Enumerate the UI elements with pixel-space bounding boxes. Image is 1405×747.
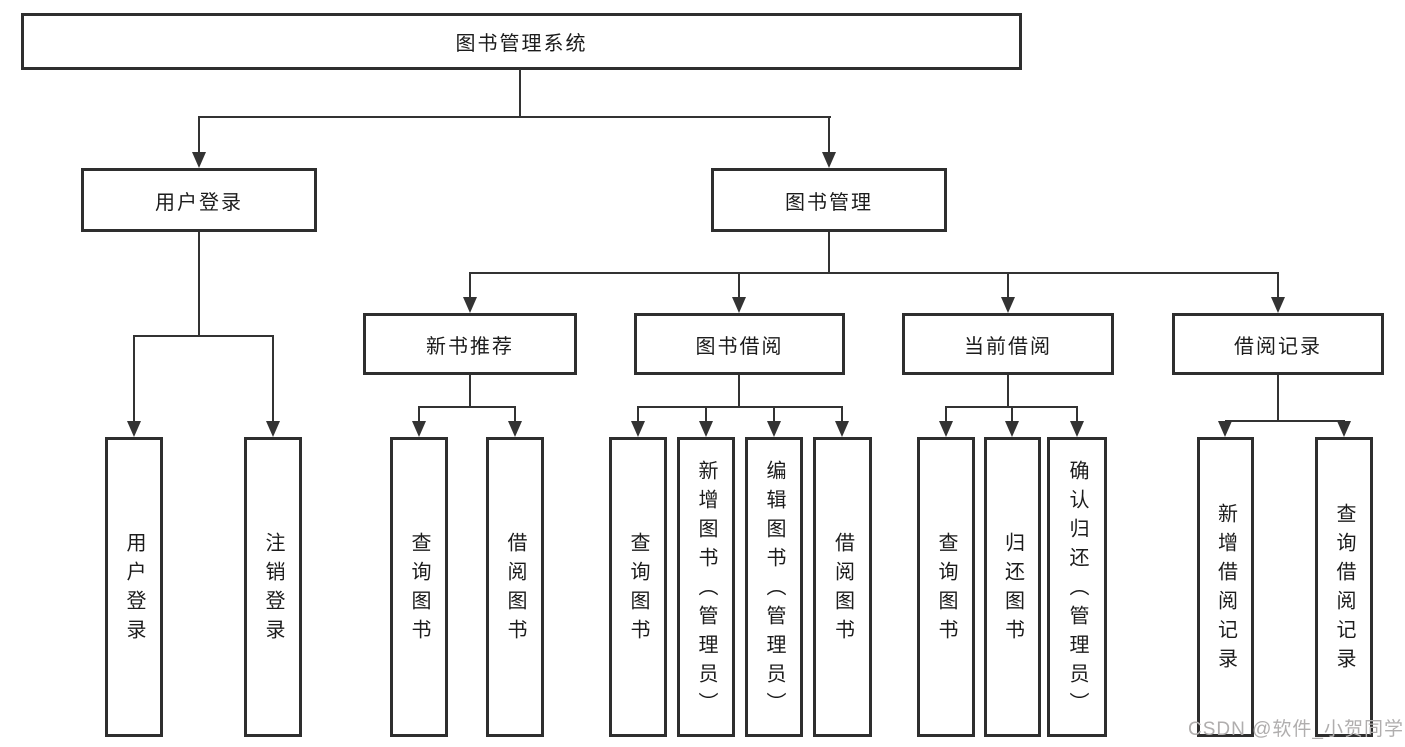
connector-line <box>469 272 1279 274</box>
leaf-query-books-borrow: 查询图书 <box>609 437 667 737</box>
arrow-down-icon <box>1005 421 1019 437</box>
connector-line <box>738 375 740 408</box>
connector-line <box>828 232 830 274</box>
arrow-down-icon <box>412 421 426 437</box>
connector-line <box>828 116 830 154</box>
connector-line <box>198 116 831 118</box>
arrow-down-icon <box>939 421 953 437</box>
arrow-down-icon <box>1218 421 1232 437</box>
connector-line <box>133 335 274 337</box>
connector-line <box>418 406 516 408</box>
arrow-down-icon <box>1271 297 1285 313</box>
connector-line <box>1076 406 1078 422</box>
leaf-query-books-recommend: 查询图书 <box>390 437 448 737</box>
connector-line <box>418 406 420 422</box>
connector-line <box>1007 375 1009 408</box>
leaf-logout: 注销登录 <box>244 437 302 737</box>
connector-line <box>738 272 740 298</box>
leaf-borrow-books: 借阅图书 <box>813 437 872 737</box>
arrow-down-icon <box>631 421 645 437</box>
leaf-user-login: 用户登录 <box>105 437 163 737</box>
csdn-watermark: CSDN @软件_小贺同学 <box>1188 719 1404 740</box>
leaf-return-books: 归还图书 <box>984 437 1041 737</box>
leaf-query-books-current: 查询图书 <box>917 437 975 737</box>
connector-line <box>637 406 843 408</box>
arrow-down-icon <box>192 152 206 168</box>
connector-line <box>1225 420 1345 422</box>
connector-line <box>945 406 947 422</box>
connector-line <box>469 272 471 298</box>
node-book-management: 图书管理 <box>711 168 947 232</box>
arrow-down-icon <box>835 421 849 437</box>
node-new-book-recommend: 新书推荐 <box>363 313 577 375</box>
connector-line <box>705 406 707 422</box>
connector-line <box>469 375 471 408</box>
arrow-down-icon <box>732 297 746 313</box>
connector-line <box>1277 375 1279 422</box>
arrow-down-icon <box>1337 421 1351 437</box>
arrow-down-icon <box>463 297 477 313</box>
leaf-add-books-admin: 新增图书（管理员） <box>677 437 735 737</box>
connector-line <box>272 335 274 423</box>
connector-line <box>1007 272 1009 298</box>
connector-line <box>514 406 516 422</box>
node-book-borrow: 图书借阅 <box>634 313 845 375</box>
arrow-down-icon <box>767 421 781 437</box>
arrow-down-icon <box>1001 297 1015 313</box>
node-borrow-records: 借阅记录 <box>1172 313 1384 375</box>
arrow-down-icon <box>1070 421 1084 437</box>
connector-line <box>1011 406 1013 422</box>
leaf-query-borrow-record: 查询借阅记录 <box>1315 437 1373 737</box>
connector-line <box>841 406 843 422</box>
connector-line <box>773 406 775 422</box>
connector-line <box>198 232 200 337</box>
connector-line <box>637 406 639 422</box>
leaf-confirm-return-admin: 确认归还（管理员） <box>1047 437 1107 737</box>
connector-line <box>133 335 135 423</box>
arrow-down-icon <box>266 421 280 437</box>
arrow-down-icon <box>508 421 522 437</box>
connector-line <box>1277 272 1279 298</box>
node-current-borrow: 当前借阅 <box>902 313 1114 375</box>
connector-line <box>519 69 521 117</box>
leaf-edit-books-admin: 编辑图书（管理员） <box>745 437 803 737</box>
connector-line <box>198 116 200 154</box>
node-root-library-system: 图书管理系统 <box>21 13 1022 70</box>
arrow-down-icon <box>822 152 836 168</box>
leaf-add-borrow-record: 新增借阅记录 <box>1197 437 1254 737</box>
arrow-down-icon <box>127 421 141 437</box>
leaf-borrow-books-recommend: 借阅图书 <box>486 437 544 737</box>
node-user-login: 用户登录 <box>81 168 317 232</box>
arrow-down-icon <box>699 421 713 437</box>
